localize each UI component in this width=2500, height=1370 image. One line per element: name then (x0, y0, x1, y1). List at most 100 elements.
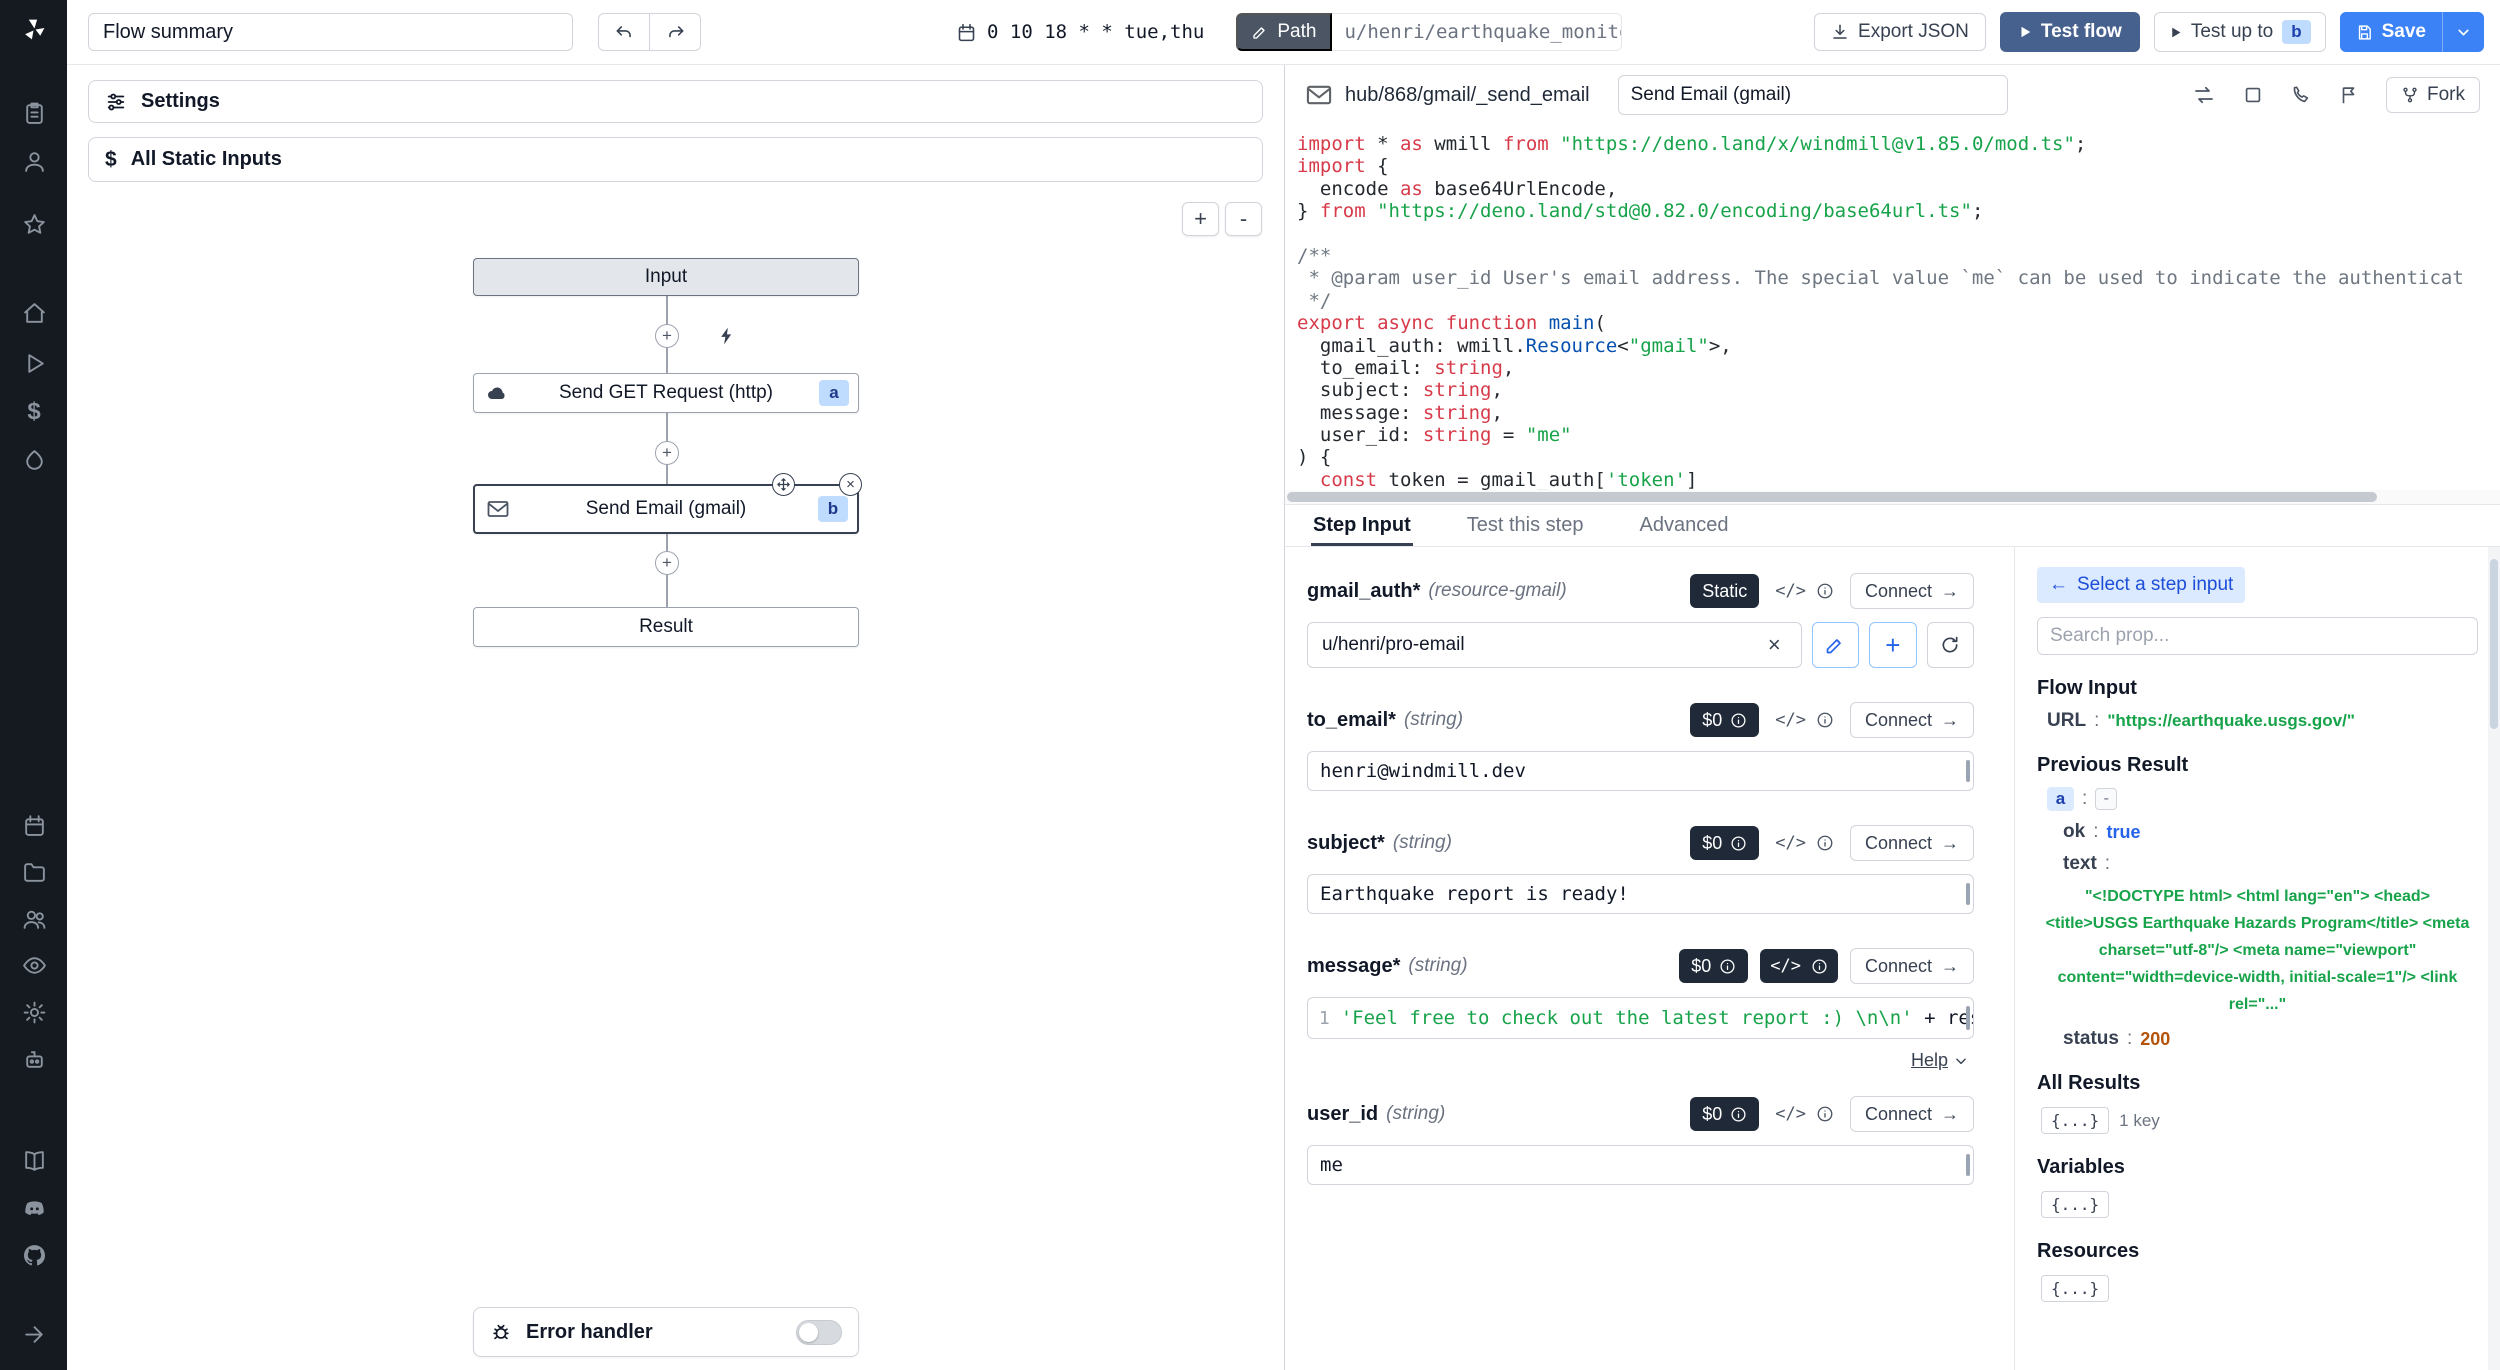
node-send-email-selected[interactable]: Send Email (gmail) b × (473, 484, 859, 534)
play-icon (2169, 26, 2182, 39)
connect-button[interactable]: Connect→ (1850, 573, 1974, 609)
clear-icon[interactable]: × (1762, 633, 1787, 657)
props-vertical-scrollbar[interactable] (2488, 547, 2500, 1370)
save-dropdown-button[interactable] (2442, 12, 2484, 52)
redo-button[interactable] (649, 13, 701, 51)
dollar-zero-badge[interactable]: $0 (1690, 1097, 1759, 1131)
step-name-input[interactable] (1618, 75, 2008, 115)
undo-button[interactable] (598, 13, 650, 51)
expand-arrow-icon[interactable] (19, 1319, 49, 1349)
user-id-input[interactable]: me (1307, 1145, 1974, 1185)
bolt-icon[interactable] (715, 324, 739, 348)
add-resource-button[interactable]: + (1869, 622, 1916, 668)
hub-script-path[interactable]: hub/868/gmail/_send_email (1345, 84, 1590, 107)
insert-step-button[interactable]: + (655, 551, 679, 575)
message-expression-editor[interactable]: 1 'Feel free to check out the latest rep… (1307, 997, 1974, 1039)
workers-robot-icon[interactable] (19, 1044, 49, 1074)
tab-step-input[interactable]: Step Input (1311, 505, 1413, 546)
connect-button[interactable]: Connect→ (1850, 825, 1974, 861)
refresh-resource-button[interactable] (1927, 622, 1974, 668)
prop-text-value[interactable]: "<!DOCTYPE html> <html lang="en"> <head>… (2037, 883, 2478, 1018)
windmill-logo[interactable] (19, 14, 49, 44)
collapse-chip[interactable]: - (2095, 788, 2117, 810)
all-static-inputs-row[interactable]: $ All Static Inputs (88, 137, 1263, 182)
path-button[interactable]: Path (1236, 13, 1332, 51)
node-result[interactable]: Result (473, 607, 859, 647)
github-icon[interactable] (19, 1240, 49, 1270)
test-up-to-button[interactable]: Test up to b (2154, 12, 2326, 52)
to-email-input[interactable]: henri@windmill.dev (1307, 751, 1974, 791)
variables-expander[interactable]: {...} (2041, 1191, 2109, 1218)
zoom-out-button[interactable]: - (1225, 202, 1262, 236)
move-node-handle[interactable] (772, 473, 795, 496)
help-link[interactable]: Help (1905, 1049, 1974, 1072)
static-mode-button[interactable]: Static (1690, 574, 1759, 608)
scrollbar-thumb[interactable] (1287, 492, 2377, 502)
runs-play-icon[interactable] (19, 348, 49, 378)
export-json-button[interactable]: Export JSON (1814, 13, 1986, 51)
tab-advanced[interactable]: Advanced (1637, 505, 1730, 546)
dollar-zero-badge[interactable]: $0 (1690, 826, 1759, 860)
subject-input[interactable]: Earthquake report is ready! (1307, 874, 1974, 914)
edit-resource-button[interactable] (1812, 622, 1859, 668)
calendar-icon (956, 22, 977, 43)
flag-button[interactable] (2338, 84, 2360, 106)
workspace-icon[interactable] (19, 98, 49, 128)
node-input[interactable]: Input (473, 258, 859, 296)
resources-expander[interactable]: {...} (2041, 1275, 2109, 1302)
code-horizontal-scrollbar[interactable] (1285, 490, 2500, 504)
path-value[interactable]: u/henri/earthquake_monitorin (1332, 13, 1622, 51)
code-editor[interactable]: import * as wmill from "https://deno.lan… (1285, 125, 2500, 490)
expand-editor-button[interactable] (2242, 84, 2264, 106)
resources-icon[interactable] (19, 445, 49, 475)
prop-search-input[interactable] (2037, 617, 2478, 655)
prop-a-row[interactable]: a: - (2037, 787, 2478, 811)
schedules-calendar-icon[interactable] (19, 810, 49, 840)
dollar-zero-badge[interactable]: $0 (1690, 703, 1759, 737)
connect-button[interactable]: Connect→ (1850, 702, 1974, 738)
phone-button[interactable] (2290, 84, 2312, 106)
settings-gear-icon[interactable] (19, 997, 49, 1027)
variables-dollar-icon[interactable]: $ (19, 397, 49, 427)
scrollbar-thumb[interactable] (2490, 559, 2498, 729)
insert-step-button[interactable]: + (655, 324, 679, 348)
code-mode-toggle[interactable]: </> (1771, 703, 1838, 737)
result-badge-a[interactable]: a (2047, 787, 2074, 811)
node-send-get-request[interactable]: Send GET Request (http) a (473, 373, 859, 413)
code-mode-toggle[interactable]: </> (1771, 574, 1838, 608)
audit-eye-icon[interactable] (19, 950, 49, 980)
code-mode-toggle[interactable]: </> (1771, 826, 1838, 860)
prop-url-row[interactable]: URL: "https://earthquake.usgs.gov/" (2037, 710, 2478, 732)
groups-icon[interactable] (19, 904, 49, 934)
error-handler-toggle[interactable] (796, 1320, 842, 1345)
docs-book-icon[interactable] (19, 1145, 49, 1175)
zoom-in-button[interactable]: + (1182, 202, 1219, 236)
connect-button[interactable]: Connect→ (1850, 948, 1974, 984)
tab-test-this-step[interactable]: Test this step (1465, 505, 1586, 546)
test-flow-button[interactable]: Test flow (2000, 12, 2140, 52)
fork-button[interactable]: Fork (2386, 77, 2480, 113)
favorites-star-icon[interactable] (19, 209, 49, 239)
prop-ok-row[interactable]: ok: true (2037, 821, 2478, 843)
user-icon[interactable] (19, 146, 49, 176)
save-button[interactable]: Save (2340, 12, 2442, 52)
flow-summary-input[interactable] (88, 13, 573, 51)
schedule-cron[interactable]: 0 10 18 * * tue,thu (956, 21, 1204, 43)
home-icon[interactable] (19, 298, 49, 328)
folders-icon[interactable] (19, 857, 49, 887)
dollar-zero-badge[interactable]: $0 (1679, 949, 1748, 983)
code-mode-toggle-active[interactable]: </> (1760, 949, 1838, 983)
discord-icon[interactable] (19, 1193, 49, 1223)
code-mode-toggle[interactable]: </> (1771, 1097, 1838, 1131)
delete-node-button[interactable]: × (839, 473, 862, 496)
sidebar: $ (0, 0, 67, 1370)
connect-button[interactable]: Connect→ (1850, 1096, 1974, 1132)
flow-settings-row[interactable]: Settings (88, 80, 1263, 123)
insert-step-button[interactable]: + (655, 441, 679, 465)
all-results-expander[interactable]: {...} (2041, 1107, 2109, 1134)
sync-button[interactable] (2192, 83, 2216, 107)
prop-status-row[interactable]: status: 200 (2037, 1028, 2478, 1050)
gmail-auth-input[interactable]: u/henri/pro-email × (1307, 622, 1802, 668)
select-step-input-button[interactable]: ← Select a step input (2037, 567, 2245, 603)
prop-text-row[interactable]: text: (2037, 853, 2478, 875)
